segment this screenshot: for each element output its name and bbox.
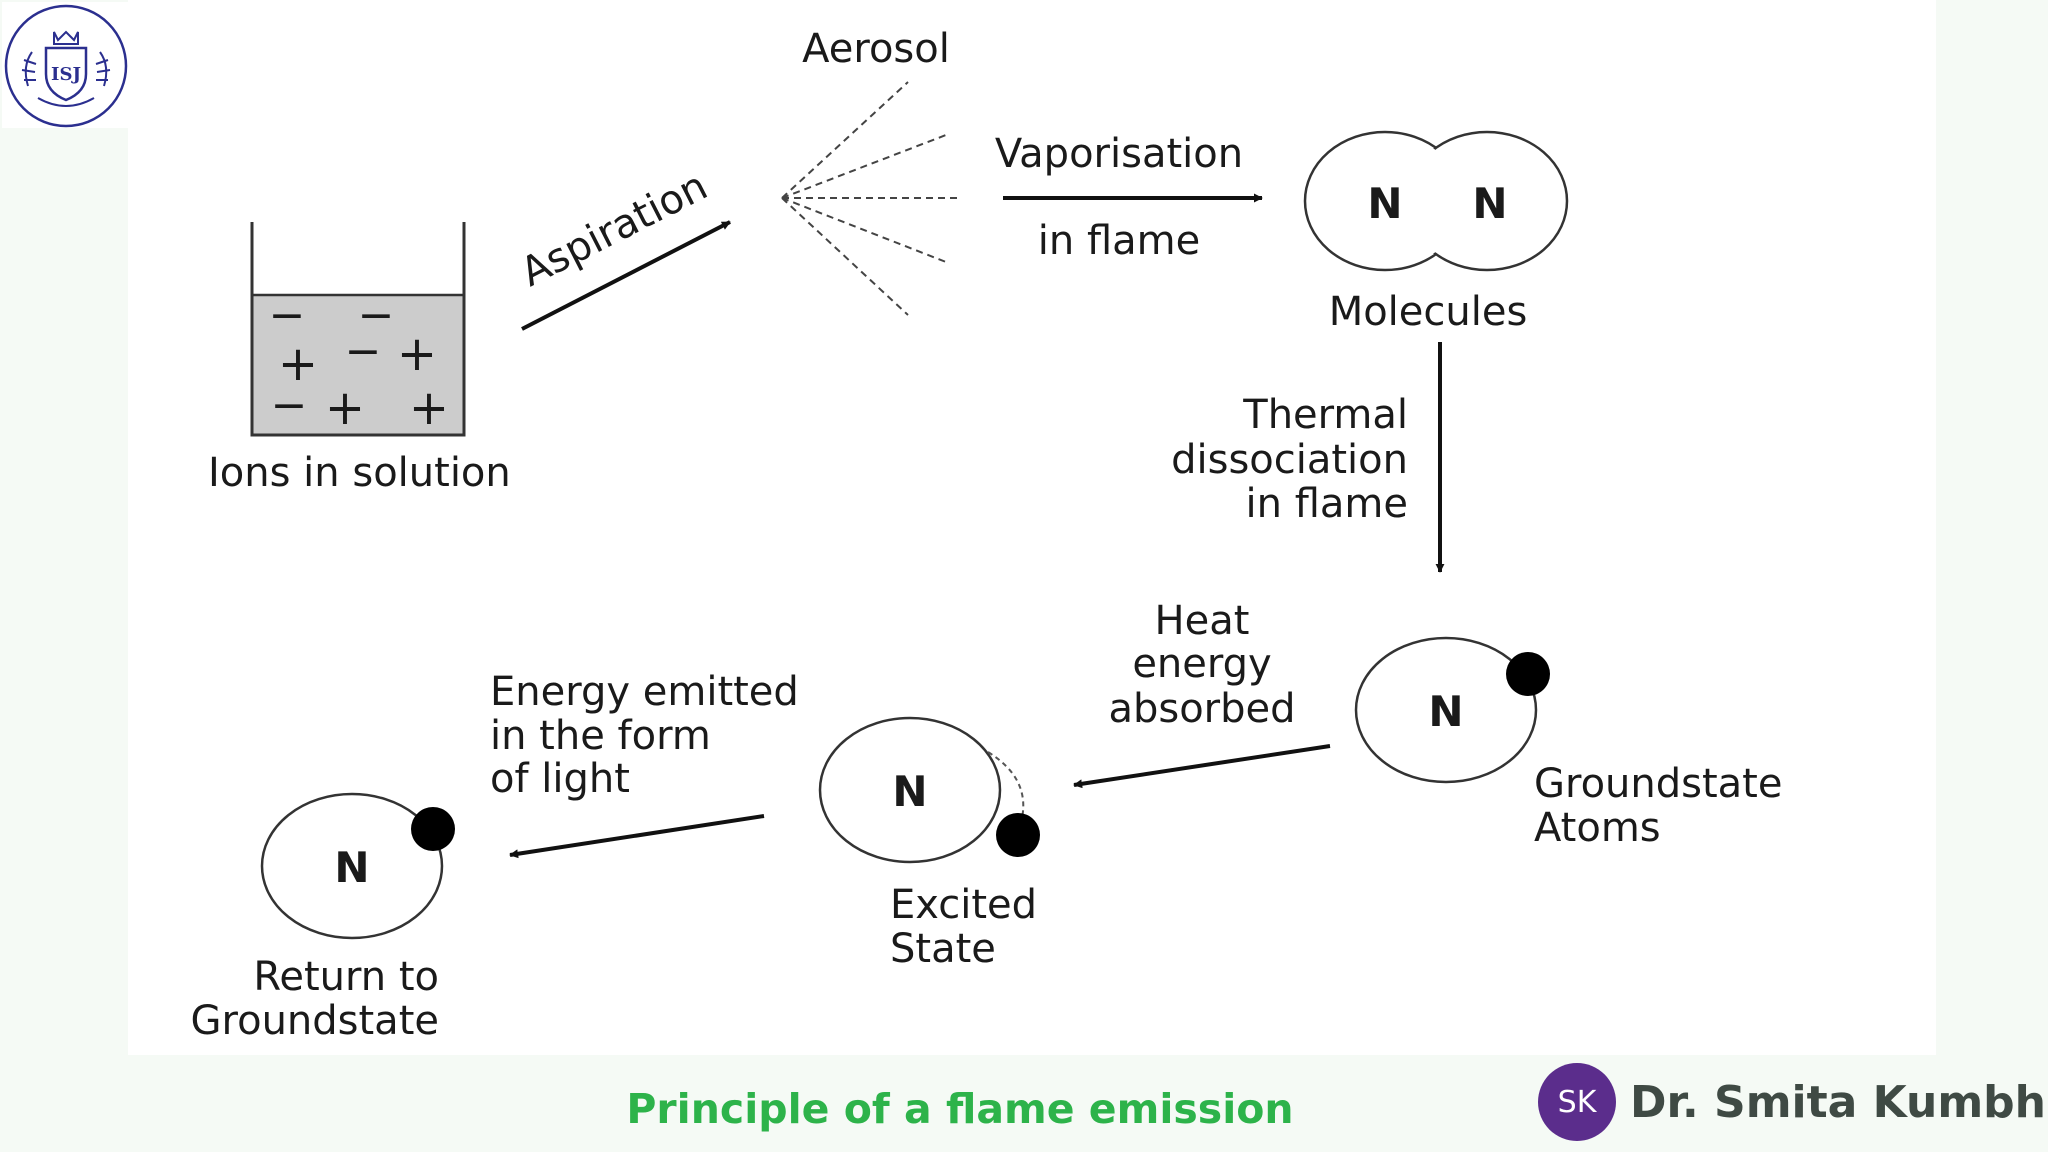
label-molecules: Molecules [1329,289,1528,335]
label-aerosol: Aerosol [802,26,950,72]
label-return-to: Return to [253,954,439,1000]
label-groundstate: Groundstate [191,998,439,1044]
label-in-flame: in flame [1246,481,1408,527]
ion-plus: + [278,336,318,392]
electron-dot [996,813,1040,857]
atom-symbol: N [1472,179,1507,228]
ion-minus: − [269,290,306,341]
aerosol-spray [781,81,958,316]
label-heat: Heat [1155,598,1250,644]
label-atoms: Atoms [1534,805,1661,851]
groundstate-atom: N [1354,636,1550,784]
label-vaporisation: Vaporisation [995,131,1243,177]
atom-symbol: N [892,767,927,816]
arrow-heat-absorbed [1073,744,1331,789]
atom-symbol: N [334,843,369,892]
ion-plus: + [325,380,365,436]
electron-dot [411,807,455,851]
ion-minus: − [358,290,395,341]
atom-symbol: N [1367,179,1402,228]
slide-caption: Principle of a flame emission [626,1085,1294,1133]
beaker: − − + − + − + + [250,222,466,437]
author-avatar: SK [1538,1063,1617,1141]
author-badge: SK Dr. Smita Kumbh [1538,1062,2048,1142]
ion-plus: + [409,380,449,436]
label-state: State [890,926,996,972]
label-in-the-form: in the form [490,713,711,759]
molecule: N N [1303,130,1569,272]
arrow-aspiration [521,220,731,331]
author-name: Dr. Smita Kumbh [1630,1076,2046,1128]
label-energy: energy [1132,641,1271,687]
arrow-energy-emitted [509,814,765,859]
atom-symbol: N [1428,687,1463,736]
label-thermal: Thermal [1242,392,1408,438]
label-dissociation: dissociation [1171,437,1408,483]
label-absorbed: absorbed [1108,686,1295,732]
ion-minus: − [345,326,382,377]
return-groundstate-atom: N [260,792,455,940]
label-of-light: of light [490,756,630,802]
logo-text: ISJ [51,64,81,85]
ion-plus: + [397,326,437,382]
label-ions-in-solution: Ions in solution [208,450,511,496]
excited-atom: N [818,716,1040,864]
label-groundstate: Groundstate [1534,761,1782,807]
ion-minus: − [271,380,308,431]
label-in-flame: in flame [1038,218,1200,264]
institution-logo: ISJ [2,2,128,128]
electron-dot [1506,652,1550,696]
electron-transition-path [987,751,1025,819]
label-excited: Excited [890,882,1037,928]
label-energy-emitted: Energy emitted [490,669,799,715]
